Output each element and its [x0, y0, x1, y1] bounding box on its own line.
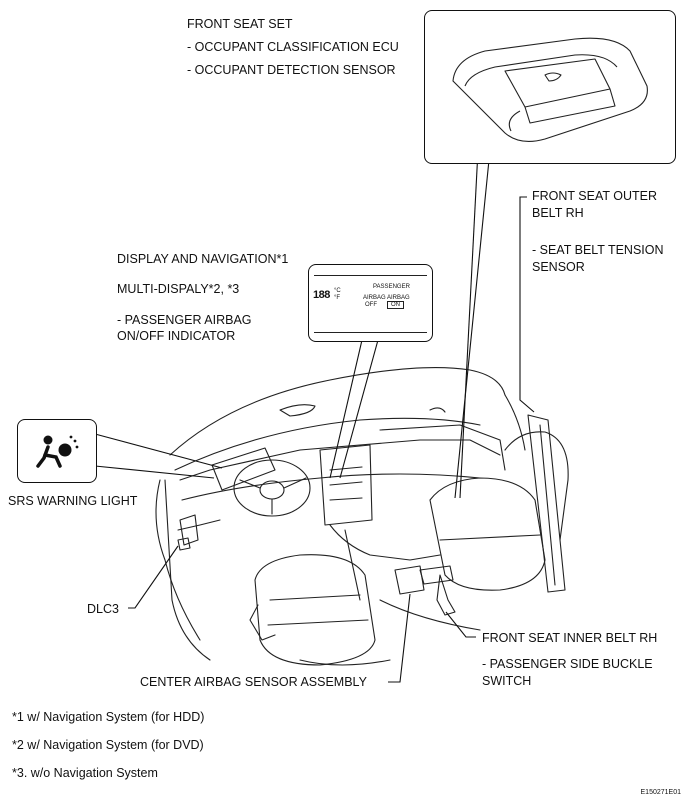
driver-seat: [254, 554, 376, 666]
leader-inner-belt: [445, 611, 476, 638]
label-dlc3: DLC3: [87, 602, 119, 616]
leader-center-sensor: [388, 593, 411, 683]
label-occupant-classification-ecu: - OCCUPANT CLASSIFICATION ECU: [187, 40, 399, 54]
leader-front-seat: [454, 149, 491, 499]
center-stack: [319, 444, 373, 526]
instrument-cluster: [211, 447, 276, 491]
label-occupant-detection-sensor: - OCCUPANT DETECTION SENSOR: [187, 63, 396, 77]
rear-view-mirror: [279, 404, 316, 417]
segment-display: 188: [313, 289, 330, 301]
steering-wheel: [233, 459, 311, 517]
airbag-off-label: AIRBAG: [363, 295, 386, 301]
outer-belt: [527, 414, 566, 593]
off-label: OFF: [365, 302, 377, 308]
label-front-seat-outer-belt-1: FRONT SEAT OUTER: [532, 189, 658, 203]
windshield-outline: [169, 367, 506, 456]
unit-c: °C: [334, 288, 341, 294]
label-front-seat-outer-belt-2: BELT RH: [532, 206, 584, 220]
on-indicator: ON: [387, 301, 404, 309]
label-seat-belt-tension-1: - SEAT BELT TENSION: [532, 243, 664, 257]
leader-display: [339, 339, 379, 479]
label-srs-warning-light: SRS WARNING LIGHT: [8, 494, 138, 508]
label-center-airbag-sensor: CENTER AIRBAG SENSOR ASSEMBLY: [140, 675, 367, 689]
passenger-label: PASSENGER: [373, 284, 410, 290]
passenger-seatback: [504, 431, 569, 541]
center-console: [329, 524, 441, 561]
label-multi-display: MULTI-DISPALY*2, *3: [117, 282, 240, 296]
center-airbag-sensor: [394, 565, 425, 595]
airbag-on-label: AIRBAG: [387, 295, 410, 301]
passenger-seat: [429, 477, 546, 591]
figure-code: E150271E01: [640, 789, 681, 796]
inner-buckle: [436, 574, 456, 616]
a-pillar: [155, 479, 201, 641]
leader-srs: [94, 433, 223, 469]
leader-outer-belt: [519, 196, 535, 413]
srs-warning-light-callout: [17, 419, 97, 483]
passenger-airbag-indicator-callout: 188 °C °F PASSENGER AIRBAG OFF AIRBAG ON: [308, 264, 433, 342]
front-seat-callout: [424, 10, 676, 164]
dashboard-top: [179, 439, 501, 481]
dlc3-connector: [177, 537, 191, 551]
label-passenger-airbag-1: - PASSENGER AIRBAG: [117, 313, 252, 327]
label-passenger-buckle-1: - PASSENGER SIDE BUCKLE: [482, 657, 653, 671]
airbag-warning-icon: [36, 435, 79, 468]
label-front-seat-set: FRONT SEAT SET: [187, 17, 293, 31]
label-passenger-airbag-2: ON/OFF INDICATOR: [117, 329, 236, 343]
seat-cushion-illustration: [452, 37, 648, 142]
footnote-2: *2 w/ Navigation System (for DVD): [12, 738, 204, 752]
label-front-seat-inner-belt: FRONT SEAT INNER BELT RH: [482, 631, 658, 645]
label-passenger-buckle-2: SWITCH: [482, 674, 532, 688]
footnote-3: *3. w/o Navigation System: [12, 766, 158, 780]
footnote-1: *1 w/ Navigation System (for HDD): [12, 710, 205, 724]
leader-dlc3: [128, 545, 179, 609]
unit-f: °F: [334, 295, 341, 301]
label-display-navigation: DISPLAY AND NAVIGATION*1: [117, 252, 289, 266]
label-seat-belt-tension-2: SENSOR: [532, 260, 585, 274]
